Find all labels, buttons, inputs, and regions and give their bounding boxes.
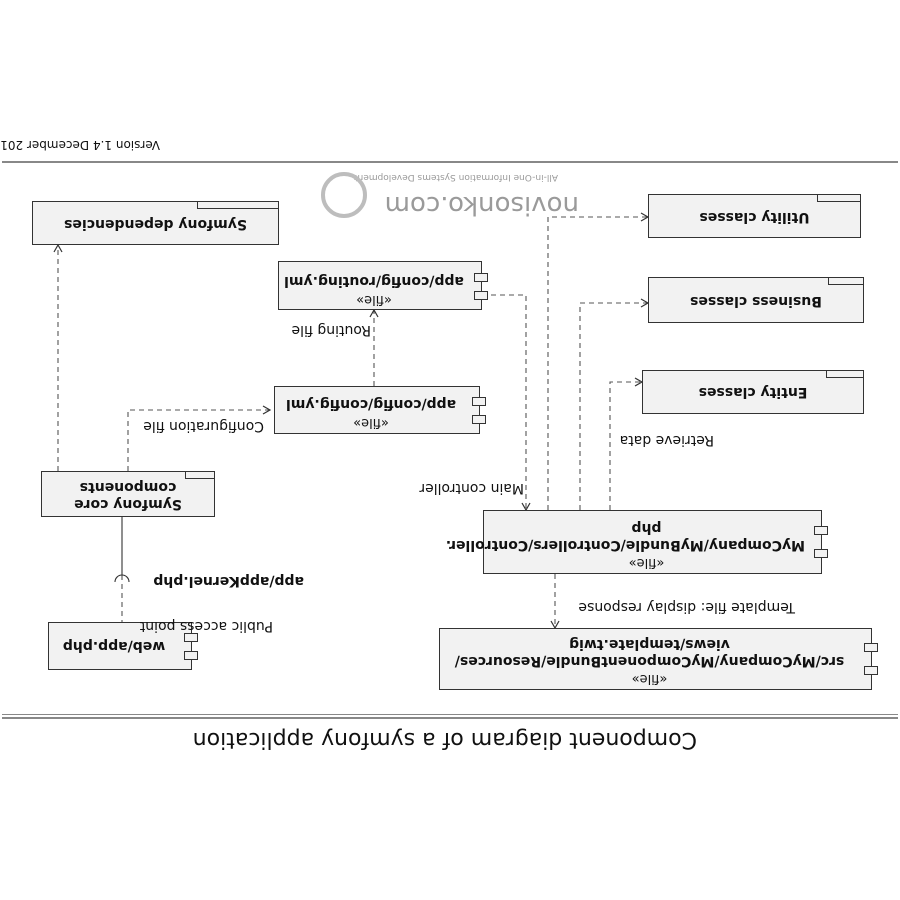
component-tab (814, 526, 828, 535)
business-classes-label: Business classes (690, 293, 822, 309)
edge-controller-to-utility (547, 212, 650, 510)
component-tab (184, 651, 198, 660)
symfony-core-line2: components (79, 479, 177, 495)
controller-line1: MyCompany/MyBundle/Controllers/Controlle… (445, 537, 805, 553)
template-label: src/MyCompany/MyComponentBundle/Resource… (444, 635, 855, 669)
entity-classes-box: Entity classes (642, 370, 864, 414)
webapp-label: web/app.php (62, 638, 166, 654)
symfony-dependencies-label: Symfony dependencies (64, 216, 247, 232)
component-tab (474, 273, 488, 282)
box-compartment (197, 201, 279, 209)
edge-controller-to-entity (609, 377, 644, 510)
business-classes-box: Business classes (648, 277, 864, 323)
utility-classes-label: Utility classes (699, 209, 810, 225)
routing-stereotype: «file» (356, 292, 392, 307)
edge-core-to-config (127, 405, 272, 471)
routing-file-label: app/config/routing.yml (284, 273, 464, 289)
configuration-file-edge-label: Configuration file (143, 418, 264, 434)
template-component: «file» src/MyCompany/MyComponentBundle/R… (439, 628, 878, 690)
component-tab (864, 666, 878, 675)
routing-file-component: «file» app/config/routing.yml (278, 261, 488, 310)
box-compartment (826, 370, 864, 378)
box-compartment (185, 471, 215, 479)
template-line2: views/template.twig (569, 636, 730, 652)
template-stereotype: «file» (631, 671, 668, 686)
main-controller-edge-label: Main controller (419, 480, 524, 496)
component-tab (184, 633, 198, 642)
edge-controller-to-business (579, 298, 650, 510)
edge-routing-to-controller (482, 294, 531, 512)
component-tab (474, 291, 488, 300)
box-compartment (828, 277, 864, 285)
controller-component: «file» MyCompany/MyBundle/Controllers/Co… (445, 510, 828, 574)
symfony-core-label: Symfony core components (42, 478, 214, 512)
entity-classes-label: Entity classes (698, 384, 808, 400)
public-access-edge-label: Public access point (139, 618, 273, 634)
controller-stereotype: «file» (628, 555, 665, 570)
controller-label: MyCompany/MyBundle/Controllers/Controlle… (445, 519, 805, 553)
box-compartment (817, 194, 861, 202)
symfony-dependencies-box: Symfony dependencies (32, 201, 279, 245)
component-tab (814, 549, 828, 558)
retrieve-data-edge-label: Retrieve data (619, 432, 714, 448)
required-interface-socket (114, 574, 130, 583)
controller-line2: php (631, 520, 662, 536)
config-file-component: «file» app/config/config.yml (274, 386, 486, 434)
template-file-edge-label: Template file: display response (578, 599, 795, 615)
appkernel-interface-label: app/appKernel.php (153, 573, 304, 589)
component-tab (472, 397, 486, 406)
symfony-core-box: Symfony core components (41, 471, 215, 517)
symfony-core-line1: Symfony core (74, 496, 182, 512)
config-stereotype: «file» (353, 415, 389, 430)
component-tab (864, 643, 878, 652)
template-line1: src/MyCompany/MyComponentBundle/Resource… (454, 653, 845, 669)
routing-file-edge-label: Routing file (291, 322, 371, 338)
utility-classes-box: Utility classes (648, 194, 861, 238)
component-tab (472, 415, 486, 424)
config-file-label: app/config/config.yml (285, 396, 457, 412)
